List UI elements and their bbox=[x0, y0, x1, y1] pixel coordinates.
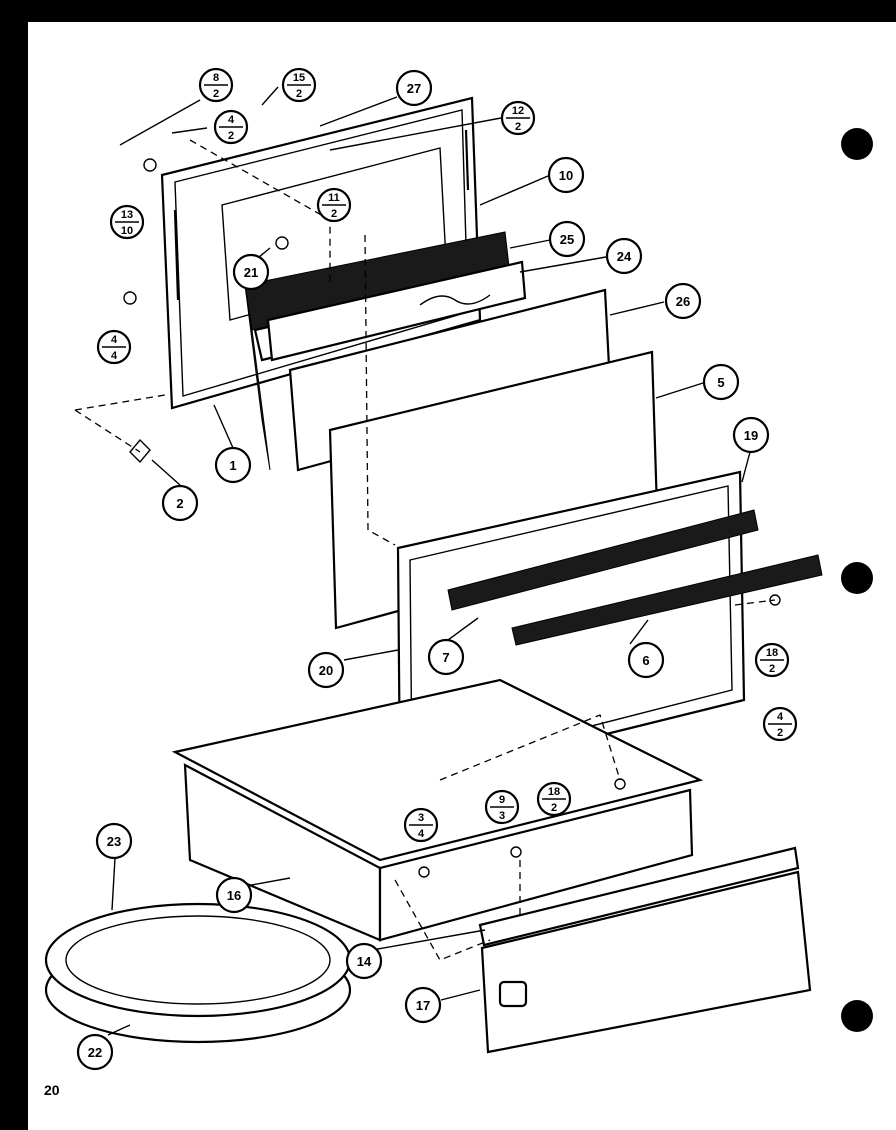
binder-hole-middle bbox=[841, 562, 873, 594]
svg-text:5: 5 bbox=[717, 375, 724, 390]
svg-text:13: 13 bbox=[121, 209, 133, 221]
callout-1: 1 bbox=[214, 446, 252, 484]
callout-18-2-right: 182 bbox=[754, 642, 790, 678]
callout-26: 26 bbox=[664, 282, 702, 320]
callout-3-4: 34 bbox=[403, 807, 439, 843]
svg-text:12: 12 bbox=[512, 105, 524, 117]
svg-text:26: 26 bbox=[676, 294, 690, 309]
inner-panel bbox=[266, 260, 527, 362]
svg-text:2: 2 bbox=[777, 727, 783, 739]
svg-text:9: 9 bbox=[499, 794, 505, 806]
binder-hole-bottom bbox=[841, 1000, 873, 1032]
svg-text:19: 19 bbox=[744, 428, 758, 443]
callout-25: 25 bbox=[548, 220, 586, 258]
callout-20: 20 bbox=[307, 651, 345, 689]
svg-text:27: 27 bbox=[407, 81, 421, 96]
svg-text:16: 16 bbox=[227, 888, 241, 903]
svg-text:3: 3 bbox=[499, 810, 505, 822]
svg-text:17: 17 bbox=[416, 998, 430, 1013]
drawer-front bbox=[478, 846, 812, 1054]
leader-lines bbox=[107, 86, 751, 1036]
svg-text:4: 4 bbox=[228, 114, 235, 126]
svg-text:6: 6 bbox=[642, 653, 649, 668]
svg-text:2: 2 bbox=[515, 121, 521, 133]
svg-text:20: 20 bbox=[319, 663, 333, 678]
callout-11-2: 112 bbox=[316, 187, 352, 223]
svg-text:8: 8 bbox=[213, 72, 219, 84]
svg-text:18: 18 bbox=[766, 647, 778, 659]
callout-9-3: 93 bbox=[484, 789, 520, 825]
svg-text:2: 2 bbox=[213, 88, 219, 100]
svg-text:4: 4 bbox=[418, 828, 425, 840]
callout-27: 27 bbox=[395, 69, 433, 107]
svg-text:11: 11 bbox=[328, 192, 340, 204]
callout-23: 23 bbox=[95, 822, 133, 860]
outer-door-panel bbox=[160, 96, 482, 410]
callout-7: 7 bbox=[427, 638, 465, 676]
callout-5: 5 bbox=[702, 363, 740, 401]
svg-text:1: 1 bbox=[229, 458, 236, 473]
hardware-parts bbox=[123, 158, 781, 878]
svg-text:15: 15 bbox=[293, 72, 305, 84]
drawer-body bbox=[171, 678, 704, 942]
callout-2: 2 bbox=[161, 484, 199, 522]
callout-4-2-right: 42 bbox=[762, 706, 798, 742]
svg-text:4: 4 bbox=[777, 711, 784, 723]
callout-14: 14 bbox=[345, 942, 383, 980]
callout-12-2: 122 bbox=[500, 100, 536, 136]
callout-17: 17 bbox=[404, 986, 442, 1024]
callout-4-4: 44 bbox=[96, 329, 132, 365]
svg-text:2: 2 bbox=[769, 663, 775, 675]
callout-16: 16 bbox=[215, 876, 253, 914]
callout-4-2-top: 42 bbox=[213, 109, 249, 145]
callout-15-2: 152 bbox=[281, 67, 317, 103]
hinge-channels bbox=[447, 509, 823, 646]
callout-21: 21 bbox=[232, 253, 270, 291]
svg-text:23: 23 bbox=[107, 834, 121, 849]
page-number: 20 bbox=[44, 1082, 60, 1098]
svg-text:7: 7 bbox=[442, 650, 449, 665]
svg-text:21: 21 bbox=[244, 265, 258, 280]
svg-text:14: 14 bbox=[357, 954, 372, 969]
svg-text:4: 4 bbox=[111, 350, 118, 362]
svg-text:4: 4 bbox=[111, 334, 118, 346]
callout-8-2: 82 bbox=[198, 67, 234, 103]
svg-text:10: 10 bbox=[121, 225, 133, 237]
callout-6: 6 bbox=[627, 641, 665, 679]
svg-text:25: 25 bbox=[560, 232, 574, 247]
svg-text:10: 10 bbox=[559, 168, 573, 183]
svg-text:18: 18 bbox=[548, 786, 560, 798]
svg-text:22: 22 bbox=[88, 1045, 102, 1060]
svg-text:2: 2 bbox=[551, 802, 557, 814]
binder-hole-top bbox=[841, 128, 873, 160]
svg-text:2: 2 bbox=[176, 496, 183, 511]
callout-24: 24 bbox=[605, 237, 643, 275]
callout-19: 19 bbox=[732, 416, 770, 454]
broiler-pan bbox=[44, 902, 352, 1044]
svg-text:2: 2 bbox=[331, 208, 337, 220]
svg-text:24: 24 bbox=[617, 249, 632, 264]
svg-text:2: 2 bbox=[228, 130, 234, 142]
callout-18-2-bottom: 182 bbox=[536, 781, 572, 817]
callout-22: 22 bbox=[76, 1033, 114, 1071]
svg-text:3: 3 bbox=[418, 812, 424, 824]
callout-10: 10 bbox=[547, 156, 585, 194]
svg-text:2: 2 bbox=[296, 88, 302, 100]
